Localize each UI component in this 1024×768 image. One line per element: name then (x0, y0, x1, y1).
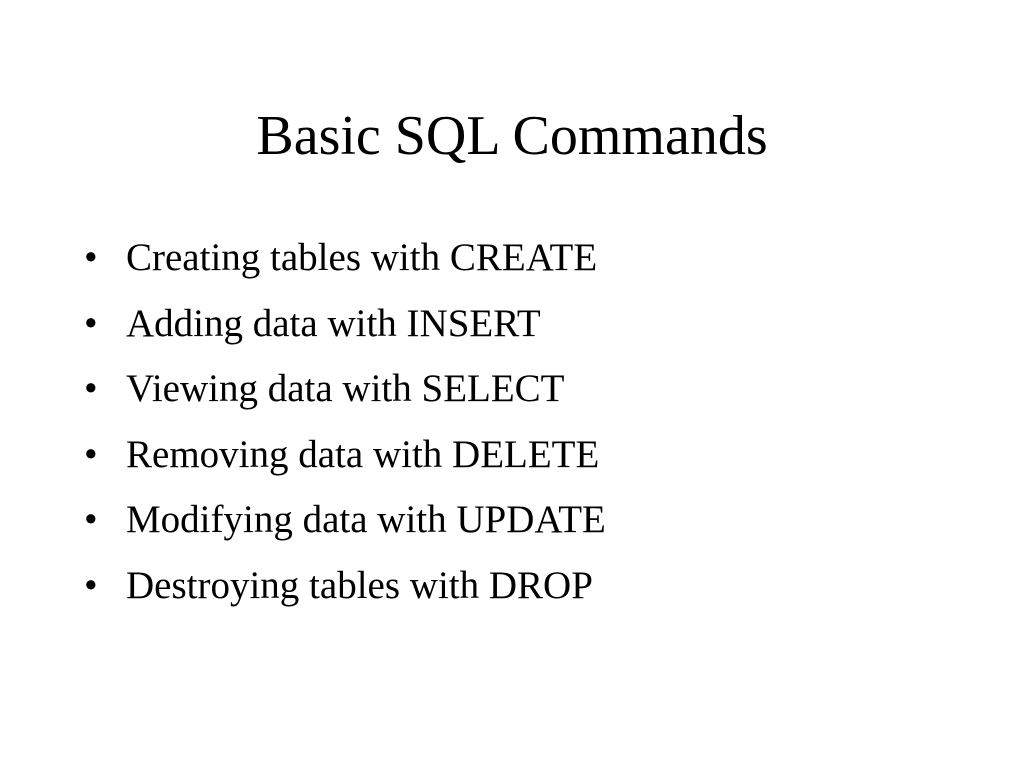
bullet-text: Removing data with DELETE (126, 432, 600, 476)
list-item: • Viewing data with SELECT (84, 356, 606, 422)
list-item: • Adding data with INSERT (84, 291, 606, 357)
bullet-icon: • (84, 367, 98, 410)
list-item: • Destroying tables with DROP (84, 553, 606, 619)
list-item: • Modifying data with UPDATE (84, 487, 606, 553)
bullet-icon: • (84, 236, 98, 279)
bullet-text: Modifying data with UPDATE (126, 498, 606, 541)
list-item: • Removing data with DELETE (84, 422, 606, 488)
bullet-text: Viewing data with SELECT (126, 367, 565, 410)
bullet-icon: • (84, 563, 98, 607)
bullet-list: • Creating tables with CREATE • Adding d… (84, 225, 606, 618)
bullet-icon: • (84, 498, 98, 541)
bullet-text: Creating tables with CREATE (126, 236, 598, 279)
bullet-text: Adding data with INSERT (126, 301, 541, 345)
list-item: • Creating tables with CREATE (84, 225, 606, 291)
bullet-icon: • (84, 301, 98, 345)
slide-title: Basic SQL Commands (256, 105, 768, 167)
bullet-icon: • (84, 432, 98, 476)
bullet-text: Destroying tables with DROP (126, 563, 593, 607)
